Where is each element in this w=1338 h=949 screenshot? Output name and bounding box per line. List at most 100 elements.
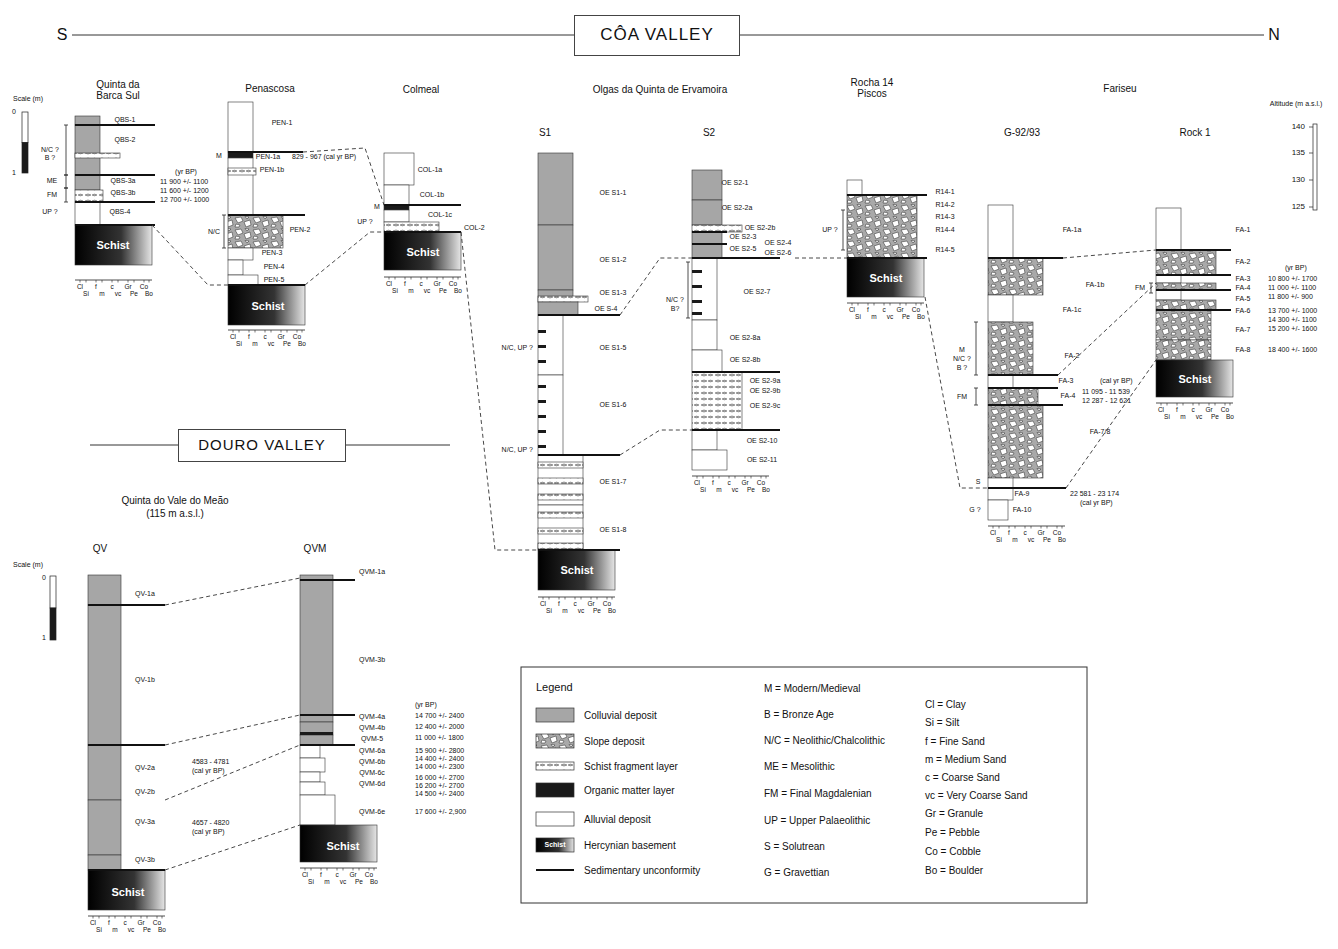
annotation-text: Bo = Boulder: [925, 865, 983, 876]
axis-label: Cl: [1158, 406, 1164, 413]
strat-column: [384, 153, 461, 270]
annotation-text: UP ?: [357, 218, 372, 226]
fragment-layer: [75, 153, 120, 158]
annotation-text: FA-1b: [1086, 281, 1105, 289]
colluvial-layer: [75, 175, 100, 190]
legend-text: Slope deposit: [584, 736, 645, 747]
axis-tick: [287, 330, 288, 333]
grain-size-axis: [228, 330, 305, 333]
colluvial-layer: [300, 580, 333, 715]
annotation-text: 14 000 +/- 2300: [415, 763, 464, 771]
annotation-text: QBS-1: [114, 116, 135, 124]
colluvial-layer: [300, 722, 333, 735]
annotation-text: N/C ?: [953, 355, 971, 363]
organic-mark: [538, 385, 546, 388]
axis-tick: [884, 303, 885, 306]
annotation-text: QVM-3b: [359, 656, 385, 664]
unconformity-line: [88, 744, 165, 746]
annotation-text: 130: [1292, 176, 1305, 185]
axis-tick: [389, 277, 390, 280]
axis-label: Pe: [283, 340, 291, 347]
axis-tick: [112, 280, 113, 283]
annotation-text: FM: [957, 393, 967, 401]
axis-tick: [102, 280, 103, 283]
annotation-text: 11 600 +/- 1200: [160, 187, 209, 195]
axis-tick: [411, 277, 412, 280]
annotation-text: FA-1a: [1063, 226, 1082, 234]
axis-tick: [437, 277, 438, 280]
axis-label: Si: [996, 536, 1002, 543]
annotation-text: QV-2b: [135, 788, 155, 796]
bracket-line: [976, 322, 977, 375]
annotation-text: Scale (m): [13, 95, 43, 103]
fragment-layer: [75, 190, 103, 202]
axis-label: vc: [268, 340, 275, 347]
axis-tick: [109, 916, 110, 919]
axis-tick: [612, 597, 613, 600]
scale-bar: [22, 143, 28, 174]
correlation-line: [620, 430, 692, 455]
unconformity-line: [988, 387, 1058, 389]
axis-label: c: [263, 333, 266, 340]
annotation-text: S2: [703, 127, 715, 138]
annotation-text: N/C: [208, 228, 220, 236]
annotation-text: Pe = Pebble: [925, 827, 980, 838]
schist-basement: [228, 285, 305, 325]
axis-tick: [1009, 526, 1010, 529]
colluvial-layer: [88, 575, 121, 605]
annotation-text: OE S2-5: [730, 245, 757, 253]
annotation-text: Rock 1: [1179, 127, 1210, 138]
axis-label: Cl: [77, 283, 83, 290]
strat-column: [847, 180, 927, 297]
annotation-text: FA-7/8: [1090, 428, 1111, 436]
axis-tick: [311, 868, 312, 871]
age-bracket: [222, 215, 226, 248]
annotation-text: QVM-6e: [359, 808, 385, 816]
legend-text: Colluvial deposit: [584, 710, 657, 721]
annotation-text: 13 700 +/- 1000: [1268, 307, 1317, 315]
axis-tick: [265, 330, 266, 333]
altitude-tick: [1309, 153, 1313, 154]
axis-label: f: [248, 333, 250, 340]
basement-label: Schist: [406, 246, 439, 258]
annotation-text: OE S1-2: [600, 256, 627, 264]
bracket-line: [688, 262, 689, 318]
annotation-text: PEN-1: [272, 119, 293, 127]
alluvial-layer: [988, 205, 1013, 258]
legend-text: Alluvial deposit: [584, 814, 651, 825]
axis-tick: [281, 330, 282, 333]
annotation-text: QVM: [304, 543, 327, 554]
axis-tick: [1230, 403, 1231, 406]
alluvial-layer: [300, 758, 325, 772]
annotation-text: FA-3: [1236, 275, 1251, 283]
colluvial-layer: [88, 800, 121, 855]
alluvial-layer: [228, 248, 253, 260]
annotation-text: QBS-2: [114, 136, 135, 144]
slope-layer: [988, 258, 1043, 295]
bracket-line: [224, 215, 225, 248]
schist-basement: [88, 870, 165, 910]
fragment-layer: [692, 225, 742, 232]
basement-label: Schist: [326, 840, 359, 852]
axis-tick: [128, 280, 129, 283]
axis-tick: [1215, 403, 1216, 406]
alluvial-layer: [228, 260, 243, 275]
axis-tick: [1031, 526, 1032, 529]
slope-layer: [847, 195, 917, 258]
annotation-text: QVM-4b: [359, 724, 385, 732]
axis-label: Gr: [124, 283, 131, 290]
axis-label: Cl: [302, 871, 308, 878]
organic-mark: [692, 300, 702, 303]
legend-swatch: [536, 838, 574, 852]
colluvial-layer: [300, 715, 333, 722]
fragment-layer: [384, 222, 439, 232]
axis-label: m: [112, 926, 117, 933]
axis-label: Gr: [741, 479, 748, 486]
axis-tick: [607, 597, 608, 600]
axis-label: c: [727, 479, 730, 486]
annotation-text: m = Medium Sand: [925, 754, 1006, 765]
annotation-text: QV: [93, 543, 107, 554]
organic-mark: [692, 285, 702, 288]
bracket-line: [64, 188, 68, 189]
